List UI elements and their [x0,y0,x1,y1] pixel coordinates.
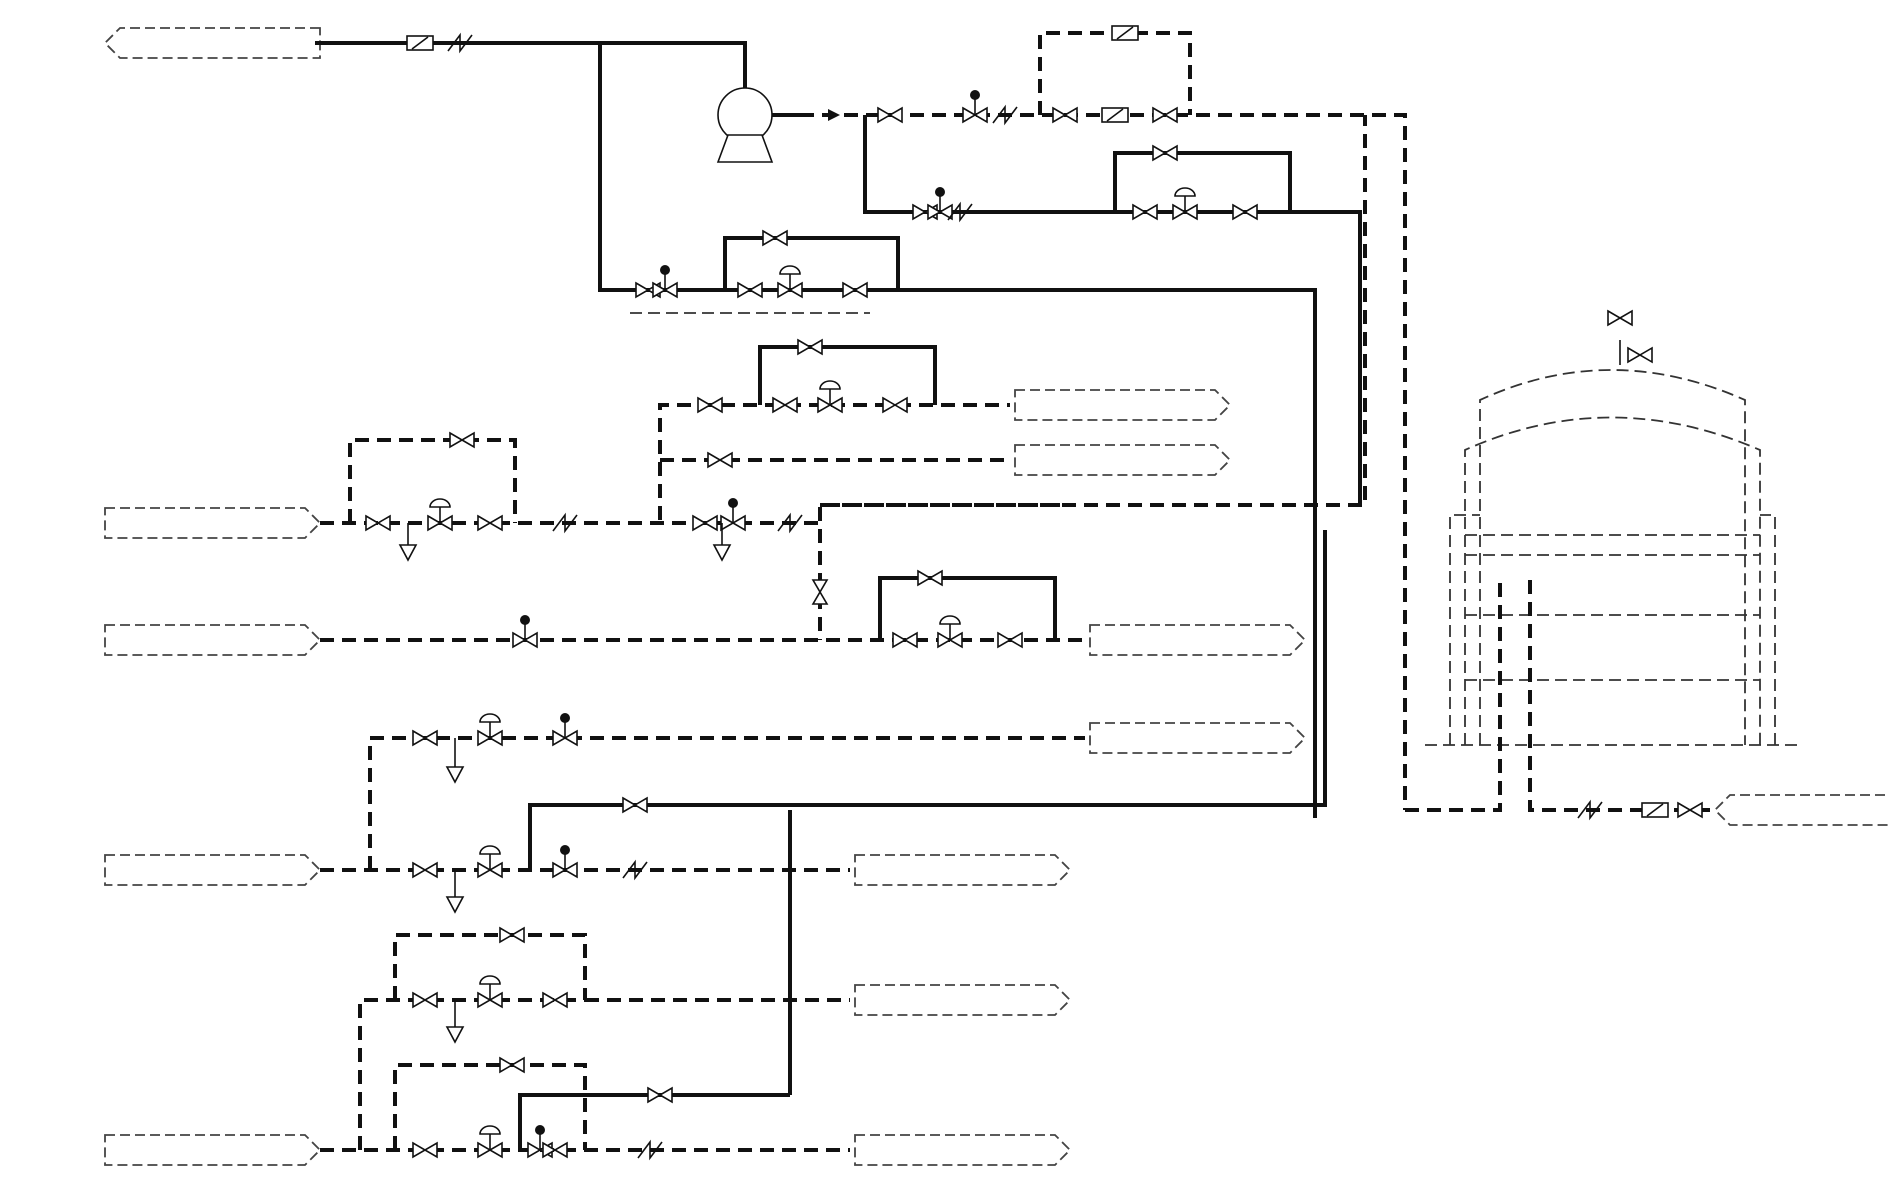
gate-valve-icon[interactable] [737,282,763,298]
top-process-line [315,41,900,292]
gate-valve-icon[interactable] [449,432,475,448]
gate-valve-icon[interactable] [1232,204,1258,220]
centrifugal-pump-icon[interactable] [716,87,800,163]
return-loop-line [528,530,1327,870]
vent-valve-icon[interactable] [1627,347,1653,363]
gate-valve-icon[interactable] [1132,204,1158,220]
gate-valve-icon[interactable] [412,992,438,1008]
manual-valve-icon[interactable] [512,614,538,648]
top-outlet-connector[interactable] [104,27,321,59]
control-bypass-line-a [1113,151,1292,212]
gate-valve-icon[interactable] [499,927,525,943]
manual-valve-icon[interactable] [927,186,953,220]
gate-valve-icon[interactable] [477,515,503,531]
check-valve-icon[interactable] [777,514,803,532]
gate-valve-icon[interactable] [542,992,568,1008]
control-valve-icon[interactable] [427,498,453,531]
gate-valve-icon[interactable] [499,1057,525,1073]
control-valve-icon[interactable] [477,713,503,746]
drain-valve-icon[interactable] [445,870,465,914]
gate-valve-icon[interactable] [797,339,823,355]
gate-valve-icon[interactable] [542,1142,568,1158]
gate-valve-icon[interactable] [1152,145,1178,161]
pump-discharge-line [800,113,1407,810]
strainer-bypass-line [1038,31,1192,115]
gate-valve-icon[interactable] [697,397,723,413]
inlet-connector[interactable] [104,1134,321,1166]
check-valve-icon[interactable] [828,109,840,121]
control-valve-icon[interactable] [1172,187,1198,220]
gate-valve-icon[interactable] [877,107,903,123]
control-valve-icon[interactable] [477,1125,503,1158]
gate-valve-icon[interactable] [892,632,918,648]
drain-valve-icon[interactable] [712,523,732,562]
gate-valve-icon[interactable] [412,730,438,746]
strainer-icon[interactable] [1111,25,1139,41]
upper-control-bypass [758,345,937,405]
control-valve-icon[interactable] [477,975,503,1008]
drain-valve-icon[interactable] [398,523,418,562]
outlet-connector[interactable] [854,1134,1071,1166]
check-valve-icon[interactable] [622,861,648,879]
drain-valve-icon[interactable] [445,738,465,784]
inlet-connector[interactable] [104,854,321,886]
upper-branch-line [658,403,1010,520]
manual-valve-icon[interactable] [552,712,578,746]
manual-valve-icon[interactable] [552,844,578,878]
strainer-icon[interactable] [406,35,434,51]
tank-outlet-connector[interactable] [1714,794,1890,826]
gate-valve-icon[interactable] [772,397,798,413]
inlet-connector[interactable] [104,624,321,656]
gate-valve-icon[interactable] [412,1142,438,1158]
outlet-connector[interactable] [1089,722,1306,754]
drain-valve-icon[interactable] [445,1000,465,1044]
gate-valve-icon[interactable] [622,797,648,813]
inlet-connector[interactable] [104,507,321,539]
gate-valve-icon[interactable] [882,397,908,413]
lower-header-line [358,998,585,1150]
control-bypass-line-b [723,236,1317,818]
storage-tank-icon[interactable] [1425,310,1800,746]
outlet-connector[interactable] [1089,624,1306,656]
outlet-connector[interactable] [1014,389,1231,421]
gate-valve-icon[interactable] [692,515,718,531]
manual-valve-icon[interactable] [720,497,746,531]
control-valve-icon[interactable] [937,615,963,648]
manual-valve-icon[interactable] [652,264,678,298]
lower-bypass-b [393,1063,587,1150]
outlet-connector[interactable] [1014,444,1231,476]
gate-valve-icon[interactable] [1677,802,1703,818]
gate-valve-icon[interactable] [842,282,868,298]
lower-return-line [518,1093,790,1150]
gate-valve-icon[interactable] [762,230,788,246]
inlet-1-bypass [348,438,517,523]
recirculation-line [863,115,1362,505]
inlet-line-1 [320,115,1367,640]
check-valve-icon[interactable] [992,106,1018,124]
control-valve-icon[interactable] [817,380,843,413]
lower-bypass-a [393,933,850,1002]
lower-branch-line-a [368,736,1085,870]
outlet-connector[interactable] [854,984,1071,1016]
gate-valve-icon[interactable] [917,570,943,586]
control-valve-icon[interactable] [477,845,503,878]
gate-valve-icon[interactable] [647,1087,673,1103]
strainer-icon[interactable] [1101,107,1129,123]
vent-valve-icon[interactable] [1607,310,1633,326]
manual-valve-icon[interactable] [962,89,988,123]
gate-valve-icon[interactable] [365,515,391,531]
strainer-icon[interactable] [1641,802,1669,818]
outlet-connector[interactable] [854,854,1071,886]
control-valve-icon[interactable] [777,265,803,298]
inlet-2-control-bypass [878,576,1057,640]
gate-valve-icon[interactable] [412,862,438,878]
vertical-valve-icon[interactable] [811,579,829,605]
gate-valve-icon[interactable] [997,632,1023,648]
gate-valve-icon[interactable] [707,452,733,468]
gate-valve-icon[interactable] [1052,107,1078,123]
gate-valve-icon[interactable] [1152,107,1178,123]
